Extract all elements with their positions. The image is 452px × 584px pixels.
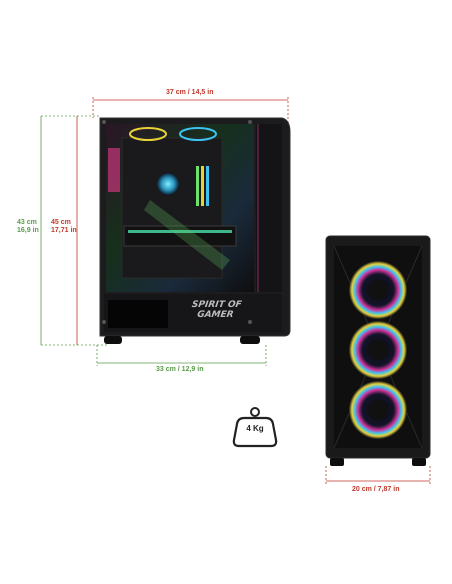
width-top-label: 37 cm / 14,5 in: [166, 89, 214, 96]
depth-dimension-line: [96, 345, 267, 366]
weight-icon: [232, 407, 278, 448]
brand-logo-line1: SPIRIT OF: [191, 300, 243, 310]
height-outer-in: 16,9 in: [17, 227, 39, 234]
front-width-dimension-line: [325, 466, 431, 484]
front-width-label: 20 cm / 7,87 in: [352, 486, 400, 493]
height-inner-in: 17,71 in: [51, 227, 77, 234]
brand-logo: SPIRIT OF GAMER: [175, 300, 258, 320]
height-inner-cm: 45 cm: [51, 219, 71, 226]
case-front-view: [325, 235, 431, 466]
height-dimension-lines: [40, 115, 108, 346]
weight-label: 4 Kg: [246, 424, 264, 433]
case-side-view: [99, 117, 291, 344]
width-dimension-line: [92, 97, 289, 125]
height-inner-label: 45 cm 17,71 in: [51, 219, 77, 235]
height-outer-label: 43 cm 16,9 in: [17, 219, 39, 235]
height-outer-cm: 43 cm: [17, 219, 37, 226]
brand-logo-line2: GAMER: [196, 310, 235, 320]
depth-bottom-label: 33 cm / 12,9 in: [156, 366, 204, 373]
